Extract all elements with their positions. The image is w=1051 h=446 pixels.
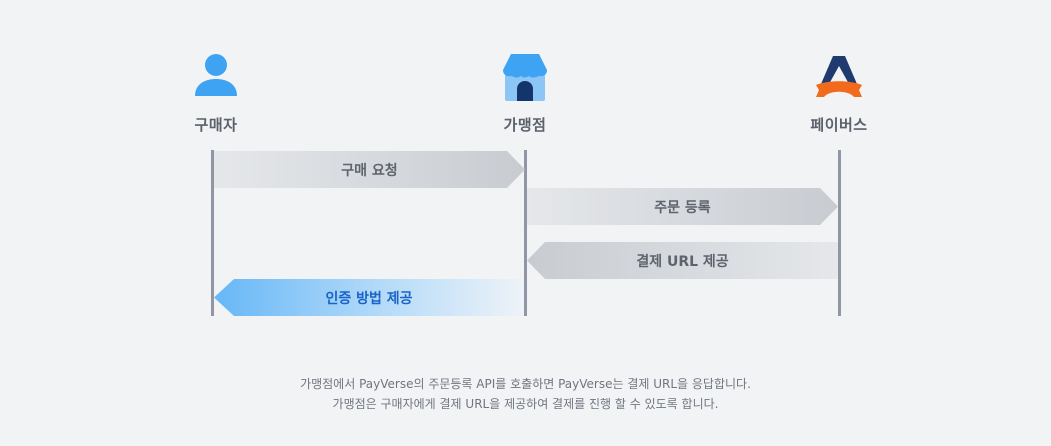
store-icon [503,54,547,101]
message-arrow-purchase-request: 구매 요청 [214,151,525,188]
actor-label: 가맹점 [503,116,547,134]
message-label: 구매 요청 [341,162,398,179]
lifeline-merchant [524,150,527,316]
message-label: 주문 등록 [654,199,711,216]
person-icon [195,54,237,96]
actor-merchant: 가맹점 [465,50,585,135]
message-arrow-order-registration: 주문 등록 [527,188,838,225]
actor-label: 페이버스 [810,116,868,134]
actor-label: 구매자 [194,116,238,134]
lifeline-buyer [211,150,214,316]
payverse-logo-icon [816,56,862,97]
caption-line-1: 가맹점에서 PayVerse의 주문등록 API를 호출하면 PayVerse는… [300,377,751,391]
actor-payverse: 페이버스 [779,50,899,135]
message-arrow-auth-method: 인증 방법 제공 [214,279,524,316]
message-label: 결제 URL 제공 [636,253,729,270]
actor-buyer: 구매자 [156,50,276,135]
lifeline-payverse [838,150,841,316]
message-label: 인증 방법 제공 [325,290,413,307]
diagram-caption: 가맹점에서 PayVerse의 주문등록 API를 호출하면 PayVerse는… [0,374,1051,414]
message-arrow-payment-url: 결제 URL 제공 [527,242,838,279]
caption-line-2: 가맹점은 구매자에게 결제 URL을 제공하여 결제를 진행 할 수 있도록 합… [332,397,719,411]
